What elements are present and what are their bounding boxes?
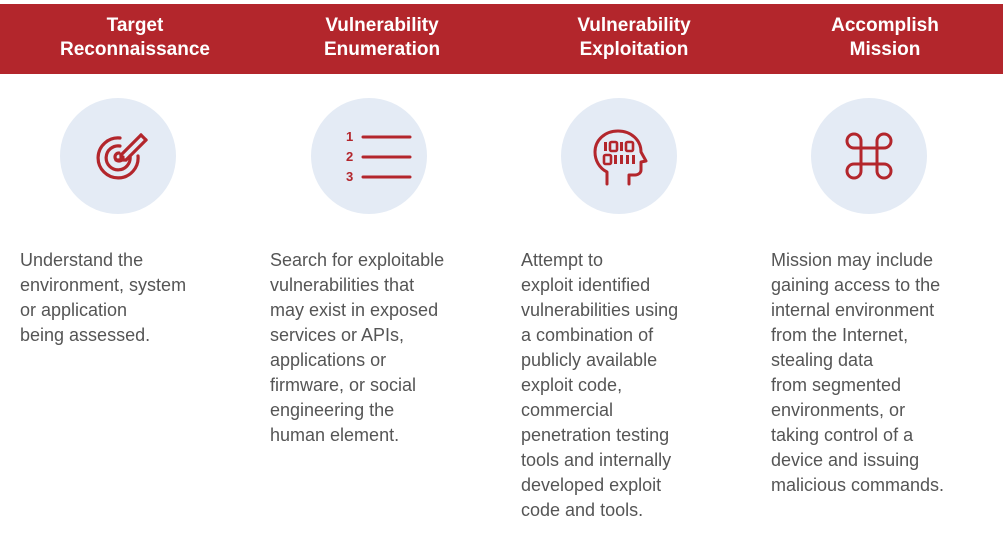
svg-text:1: 1: [346, 129, 353, 144]
step-title-reconnaissance: Target Reconnaissance: [60, 15, 210, 60]
svg-text:2: 2: [346, 149, 353, 164]
binary-head-icon: [561, 98, 677, 214]
svg-text:3: 3: [346, 169, 353, 184]
step-description-enumeration: Search for exploitable vulnerabilities t…: [270, 250, 445, 445]
numbered-list-icon: 1 2 3: [311, 98, 427, 214]
step-description-exploitation: Attempt to exploit identified vulnerabil…: [521, 250, 679, 520]
step-description-reconnaissance: Understand the environment, system or ap…: [20, 250, 187, 345]
target-arrow-icon: [60, 98, 176, 214]
process-banner: [0, 4, 1003, 74]
step-title-mission: Accomplish Mission: [831, 15, 939, 60]
step-title-enumeration: Vulnerability Enumeration: [323, 15, 441, 60]
step-title-exploitation: Vulnerability Exploitation: [577, 15, 691, 60]
command-key-icon: [811, 98, 927, 214]
step-description-mission: Mission may include gaining access to th…: [771, 250, 945, 495]
